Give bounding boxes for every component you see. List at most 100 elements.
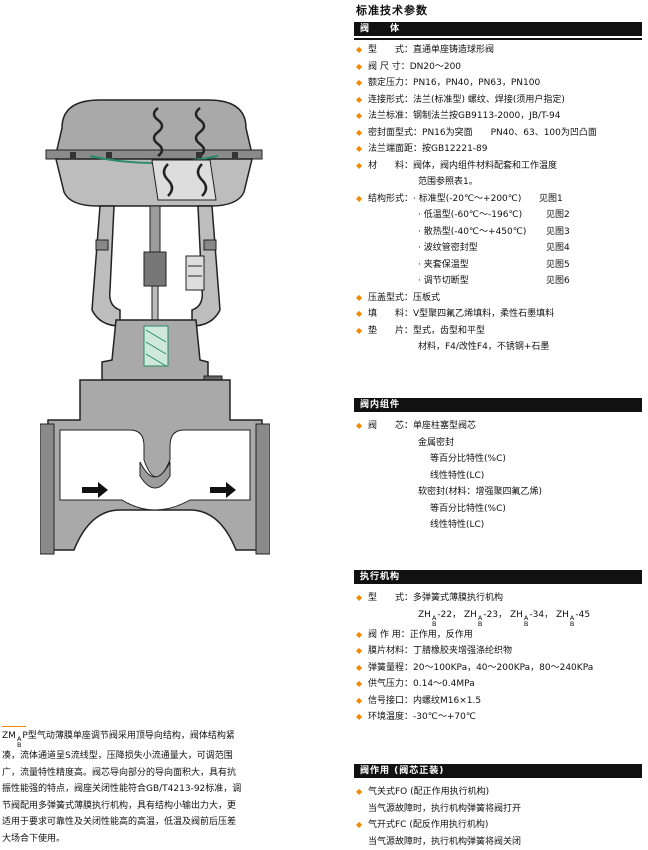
spec-label: 膜片材料：: [368, 646, 413, 656]
description-line: 凑，流体通道呈S流线型，压降损失小流通量大，可调范围: [2, 748, 298, 765]
bullet-icon: ◆: [356, 290, 362, 307]
spec-row: ◆型 式：直通单座铸造球形阀: [354, 42, 644, 59]
spec-value: 多弹簧式薄膜执行机构: [413, 593, 503, 603]
spec-label: 密封面型式：: [368, 128, 422, 138]
description-line: 广，流量特性精度高。阀芯导向部分的导向面积大，具有抗: [2, 765, 298, 782]
structure-item-fig: 见图3: [546, 224, 606, 241]
spec-label: 阀 芯：: [368, 421, 413, 431]
material-continuation: 范围参照表1。: [354, 174, 644, 191]
bullet-icon: ◆: [356, 817, 362, 834]
spec-row: ◆连接形式：法兰(标准型) 螺纹、焊接(须用户指定): [354, 92, 644, 109]
spec-label: 额定压力：: [368, 78, 413, 88]
spec-row: ◆法兰标准：钢制法兰按GB9113-2000，JB/T-94: [354, 108, 644, 125]
structure-item-text: · 低温型(-60℃～-196℃): [418, 207, 546, 224]
model-suffix: -22，: [437, 610, 461, 620]
spec-value: 20～100KPa，40～200KPa，80～240KPa: [413, 663, 593, 673]
trim-section-header: 阀内组件: [354, 398, 642, 412]
structure-item: · 散热型(-40℃～+450℃)见图3: [354, 224, 644, 241]
spec-value: -30℃～+70℃: [413, 712, 476, 722]
trim-line: 软密封(材料：增强聚四氟乙烯): [354, 484, 644, 501]
description-line: 大场合下使用。: [2, 831, 298, 848]
actuator-section-header: 执行机构: [354, 570, 642, 584]
bullet-icon: ◆: [356, 59, 362, 76]
gasket-continuation: 材料，F4/改性F4，不锈钢+石墨: [354, 339, 644, 356]
spec-row: ◆ 膜片材料：丁腈橡胶夹增强涤纶织物: [354, 643, 644, 660]
structure-item-text: · 调节切断型: [418, 273, 546, 290]
bullet-icon: ◆: [356, 92, 362, 109]
spec-row: ◆材 料：阀体，阀内组件材料配套和工作温度: [354, 158, 644, 175]
spec-row: ◆ 填 料：V型聚四氟乙烯填料，柔性石墨填料: [354, 306, 644, 323]
spec-value: 0.14～0.4MPa: [413, 679, 475, 689]
structure-item-text: · 夹套保温型: [418, 257, 546, 274]
spec-value: V型聚四氟乙烯填料，柔性石墨填料: [413, 309, 554, 319]
structure-item: · 波纹管密封型见图4: [354, 240, 644, 257]
spec-label: 法兰端面距：: [368, 144, 422, 154]
structure-item-text: · 标准型(-20℃～+200℃): [413, 191, 539, 208]
spec-value: 钢制法兰按GB9113-2000，JB/T-94: [413, 111, 560, 121]
bullet-icon: ◆: [356, 693, 362, 710]
model-suffix: -34，: [529, 610, 553, 620]
spec-value: 单座柱塞型阀芯: [413, 421, 476, 431]
spec-value: 压板式: [413, 293, 440, 303]
valve-cross-section-diagram: [40, 80, 270, 560]
spec-label: 填 料：: [368, 309, 413, 319]
spec-value: 正作用，反作用: [410, 630, 473, 640]
bullet-icon: ◆: [356, 108, 362, 125]
model-prefix: ZH: [464, 610, 477, 620]
valve-body-section: ◆型 式：直通单座铸造球形阀 ◆阀 尺 寸：DN20～200 ◆额定压力：PN1…: [354, 42, 644, 356]
spec-value: DN20～200: [410, 62, 461, 72]
action-desc: 当气源故障时，执行机构弹簧将阀打开: [354, 801, 644, 818]
spec-label: 环境温度：: [368, 712, 413, 722]
description-line: 振性能强的特点，阀座关闭性能符合GB/T4213-92标准，调: [2, 781, 298, 798]
spec-row: ◆信号接口：内螺纹M16×1.5: [354, 693, 644, 710]
spec-row: ◆ 额定压力：PN16，PN40，PN63，PN100: [354, 75, 644, 92]
spec-label: 弹簧量程：: [368, 663, 413, 673]
action-item: ◆气关式FO (配正作用执行机构): [354, 784, 644, 801]
bullet-icon: ◆: [356, 191, 362, 208]
spec-label: 型 式：: [368, 593, 413, 603]
spec-row: ◆法兰端面距：按GB12221-89: [354, 141, 644, 158]
structure-item: · 调节切断型见图6: [354, 273, 644, 290]
structure-row: ◆结构形式：· 标准型(-20℃～+200℃)见图1: [354, 191, 644, 208]
trim-section: ◆阀 芯：单座柱塞型阀芯 金属密封 等百分比特性(%C) 线性特性(LC) 软密…: [354, 418, 644, 534]
spec-value: PN16为突面 PN40、63、100为凹凸面: [422, 128, 597, 138]
trim-line: 金属密封: [354, 435, 644, 452]
bullet-icon: ◆: [356, 306, 362, 323]
bullet-icon: ◆: [356, 323, 362, 340]
spec-row: ◆ 环境温度：-30℃～+70℃: [354, 709, 644, 726]
spec-value: 阀体，阀内组件材料配套和工作温度: [413, 161, 557, 171]
spec-value: 内螺纹M16×1.5: [413, 696, 481, 706]
trim-line: 等百分比特性(%C): [354, 451, 644, 468]
spec-row: ◆阀 作 用：正作用，反作用: [354, 627, 644, 644]
spec-value: PN16，PN40，PN63，PN100: [413, 78, 540, 88]
bullet-icon: ◆: [356, 660, 362, 677]
spec-value: 型式，齿型和平型: [413, 326, 485, 336]
structure-item-fig: 见图6: [546, 273, 606, 290]
trim-line: 线性特性(LC): [354, 517, 644, 534]
model-prefix: ZH: [418, 610, 431, 620]
valve-body-section-header: 阀 体: [354, 22, 642, 36]
structure-item-fig: 见图2: [546, 207, 606, 224]
model-suffix: -45: [575, 610, 590, 620]
action-section: ◆气关式FO (配正作用执行机构) 当气源故障时，执行机构弹簧将阀打开 ◆ 气开式…: [354, 784, 644, 850]
spec-label: 型 式：: [368, 45, 413, 55]
spec-label: 压盖型式：: [368, 293, 413, 303]
bullet-icon: ◆: [356, 125, 362, 142]
spec-value: 丁腈橡胶夹增强涤纶织物: [413, 646, 512, 656]
bullet-icon: ◆: [356, 643, 362, 660]
bullet-icon: ◆: [356, 709, 362, 726]
action-title: 气开式FC (配反作用执行机构): [368, 820, 488, 830]
description-line: 适用于要求可靠性及关闭性能高的高温，低温及阀前后压差: [2, 814, 298, 831]
bullet-icon: ◆: [356, 75, 362, 92]
spec-label: 垫 片：: [368, 326, 413, 336]
spec-value: 法兰(标准型) 螺纹、焊接(须用户指定): [413, 95, 565, 105]
action-item: ◆ 气开式FC (配反作用执行机构): [354, 817, 644, 834]
spec-row: ◆ 密封面型式：PN16为突面 PN40、63、100为凹凸面: [354, 125, 644, 142]
